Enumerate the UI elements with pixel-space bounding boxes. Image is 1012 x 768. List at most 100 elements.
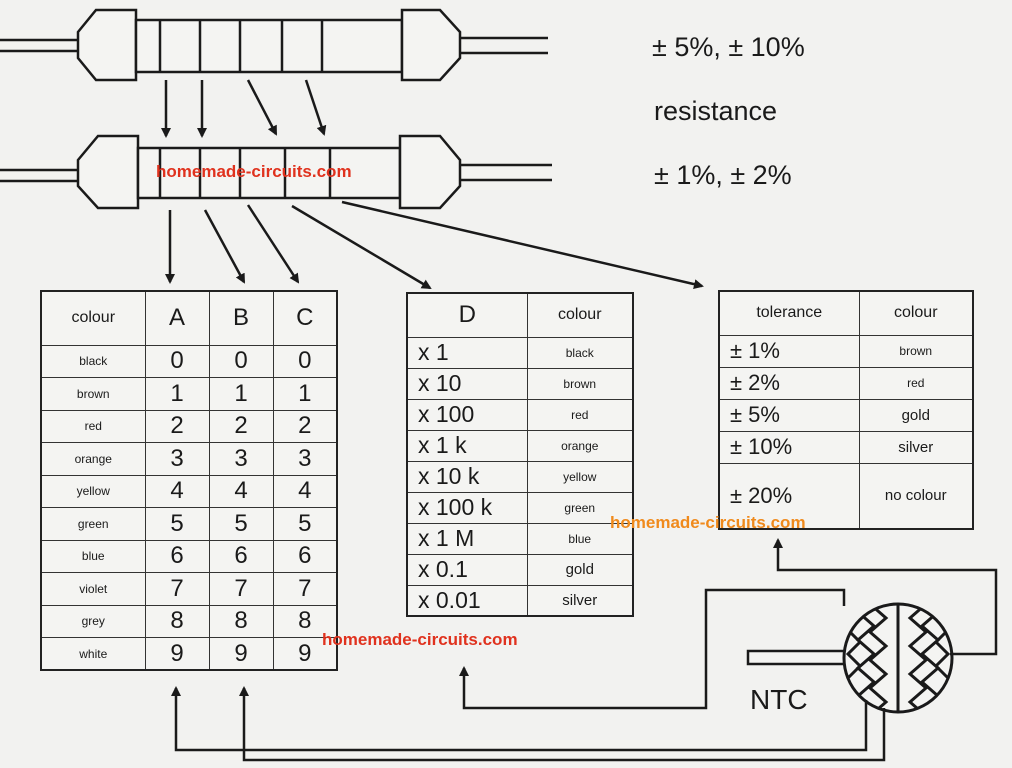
table-header-row: colour A B C [40,290,338,346]
colour-cell: no colour [858,462,974,530]
colour-cell: brown [858,334,974,368]
digit-a-cell: 7 [144,572,210,606]
colour-cell: gold [526,553,634,586]
multiplier-cell: x 1 k [406,429,528,462]
tolerance-cell: ± 1% [718,334,860,368]
colour-cell: orange [526,429,634,462]
note-tolerance-5-10: ± 5%, ± 10% [652,32,805,62]
multiplier-cell: x 1 [406,336,528,369]
colour-cell: green [40,507,146,541]
digit-c-cell: 4 [272,474,338,508]
digit-b-cell: 9 [208,637,274,671]
digit-a-cell: 6 [144,539,210,573]
table-arrows [165,200,704,290]
header-colour: colour [40,290,146,346]
colour-cell: orange [40,442,146,476]
colour-cell: black [40,344,146,378]
band-mapping-arrows [161,79,327,138]
digit-a-cell: 9 [144,637,210,671]
table-header-row: tolerance colour [718,290,974,336]
colour-cell: red [858,366,974,400]
multiplier-cell: x 10 k [406,460,528,493]
digit-c-cell: 2 [272,409,338,443]
colour-cell: gold [858,398,974,432]
colour-cell: silver [526,584,634,617]
colour-cell: grey [40,604,146,638]
digit-c-cell: 7 [272,572,338,606]
header-d: D [406,292,528,338]
multiplier-cell: x 100 [406,398,528,431]
watermark-text: homemade-circuits.com [610,513,806,532]
digit-b-cell: 6 [208,539,274,573]
digit-b-cell: 5 [208,507,274,541]
colour-cell: silver [858,430,974,464]
header-b: B [208,290,274,346]
digit-c-cell: 0 [272,344,338,378]
colour-cell: yellow [526,460,634,493]
multiplier-cell: x 0.1 [406,553,528,586]
tolerance-cell: ± 10% [718,430,860,464]
header-colour: colour [858,290,974,336]
digit-c-cell: 5 [272,507,338,541]
colour-cell: yellow [40,474,146,508]
header-tolerance: tolerance [718,290,860,336]
ntc-wires [171,538,998,762]
watermark-text: homemade-circuits.com [156,162,352,181]
digit-a-cell: 8 [144,604,210,638]
digit-a-cell: 4 [144,474,210,508]
header-a: A [144,290,210,346]
digit-c-cell: 6 [272,539,338,573]
colour-cell: white [40,637,146,671]
digit-b-cell: 8 [208,604,274,638]
multiplier-cell: x 0.01 [406,584,528,617]
digit-b-cell: 7 [208,572,274,606]
tolerance-colour-table: tolerance colour ± 1%brown± 2%red± 5%gol… [718,290,974,530]
digit-b-cell: 2 [208,409,274,443]
resistor-4-band [0,8,548,82]
digit-c-cell: 1 [272,377,338,411]
digit-c-cell: 3 [272,442,338,476]
ntc-label: NTC [750,684,808,715]
multiplier-cell: x 10 [406,367,528,400]
table-row: ± 5%gold [718,398,974,432]
digit-b-cell: 4 [208,474,274,508]
colour-cell: green [526,491,634,524]
digit-b-cell: 3 [208,442,274,476]
digit-b-cell: 0 [208,344,274,378]
digit-b-cell: 1 [208,377,274,411]
colour-cell: brown [526,367,634,400]
table-row: ± 1%brown [718,334,974,368]
multiplier-cell: x 100 k [406,491,528,524]
digit-a-cell: 2 [144,409,210,443]
note-tolerance-1-2: ± 1%, ± 2% [654,160,792,190]
ntc-thermistor [746,602,954,714]
digit-a-cell: 3 [144,442,210,476]
tolerance-cell: ± 20% [718,462,860,530]
colour-cell: red [40,409,146,443]
table-row: ± 2%red [718,366,974,400]
table-row: ± 20%no colour [718,462,974,530]
colour-cell: brown [40,377,146,411]
resistor-5-band [0,134,552,210]
colour-cell: violet [40,572,146,606]
colour-cell: blue [40,539,146,573]
